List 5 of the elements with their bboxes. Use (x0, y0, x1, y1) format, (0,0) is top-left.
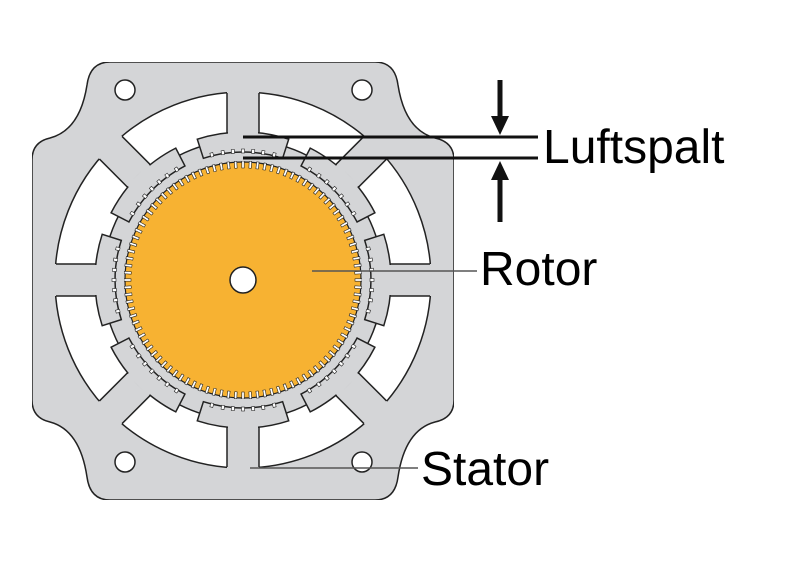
dimension-label: Luftspalt (543, 124, 724, 172)
leader-line (250, 467, 418, 469)
leader-line (312, 270, 477, 272)
label-text: Rotor (480, 240, 620, 300)
label-text: Stator (421, 440, 591, 500)
